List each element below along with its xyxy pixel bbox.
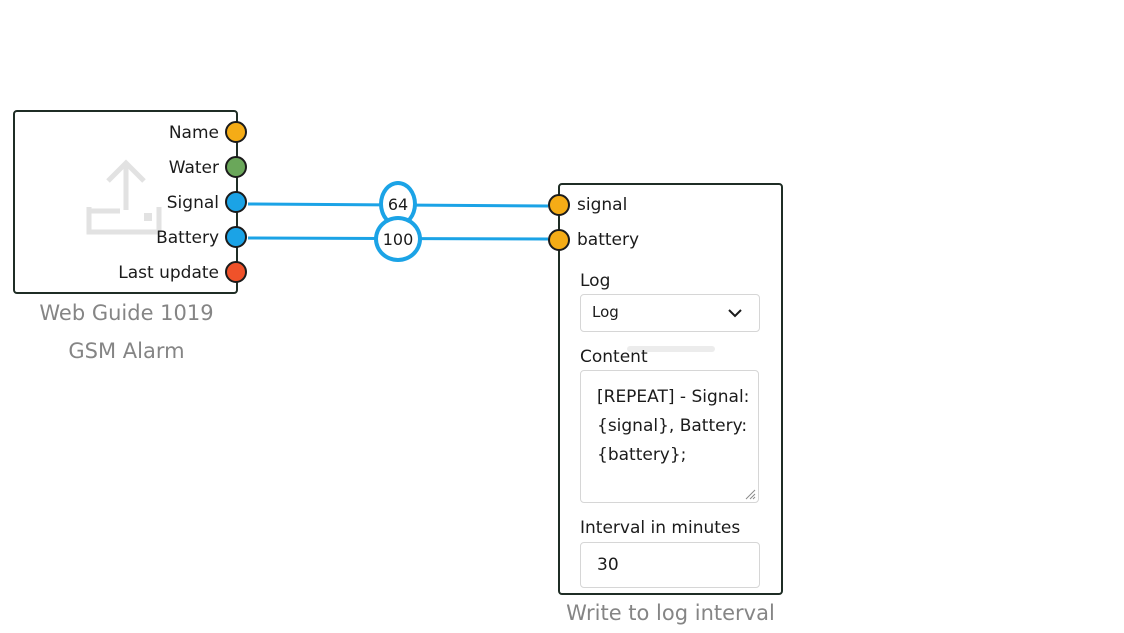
port-label-name: Name [168,123,219,143]
interval-value: 30 [597,555,619,575]
interval-label: Interval in minutes [580,518,741,538]
source-title-line1: Web Guide 1019 [39,301,214,325]
port-name[interactable] [225,121,247,143]
port-label-signal-in: signal [577,195,628,215]
faint-divider [627,346,715,352]
chevron-down-icon [728,309,742,318]
port-label-signal: Signal [166,193,219,213]
log-select-value: Log [592,303,619,321]
port-battery-in[interactable] [548,229,570,251]
port-signal[interactable] [225,191,247,213]
port-label-water: Water [168,158,219,178]
upload-icon [86,159,162,235]
content-textarea[interactable]: [REPEAT] - Signal: {signal}, Battery: {b… [580,370,759,503]
log-select[interactable]: Log [580,294,760,332]
content-label: Content [580,347,648,367]
port-last-update[interactable] [225,261,247,283]
content-text: [REPEAT] - Signal: {signal}, Battery: {b… [597,387,750,465]
port-water[interactable] [225,156,247,178]
port-battery[interactable] [225,226,247,248]
target-node-title: Write to log interval [566,601,775,625]
port-signal-in[interactable] [548,194,570,216]
port-label-battery-in: battery [577,230,640,250]
port-label-battery: Battery [156,228,219,248]
source-node-title: Web Guide 1019 GSM Alarm [14,294,239,370]
source-title-line2: GSM Alarm [68,339,185,363]
wire-value-battery[interactable]: 100 [374,216,422,262]
resize-grip-icon[interactable] [744,488,756,500]
log-label: Log [580,271,611,291]
port-label-last-update: Last update [118,263,219,283]
interval-input[interactable]: 30 [580,542,760,588]
